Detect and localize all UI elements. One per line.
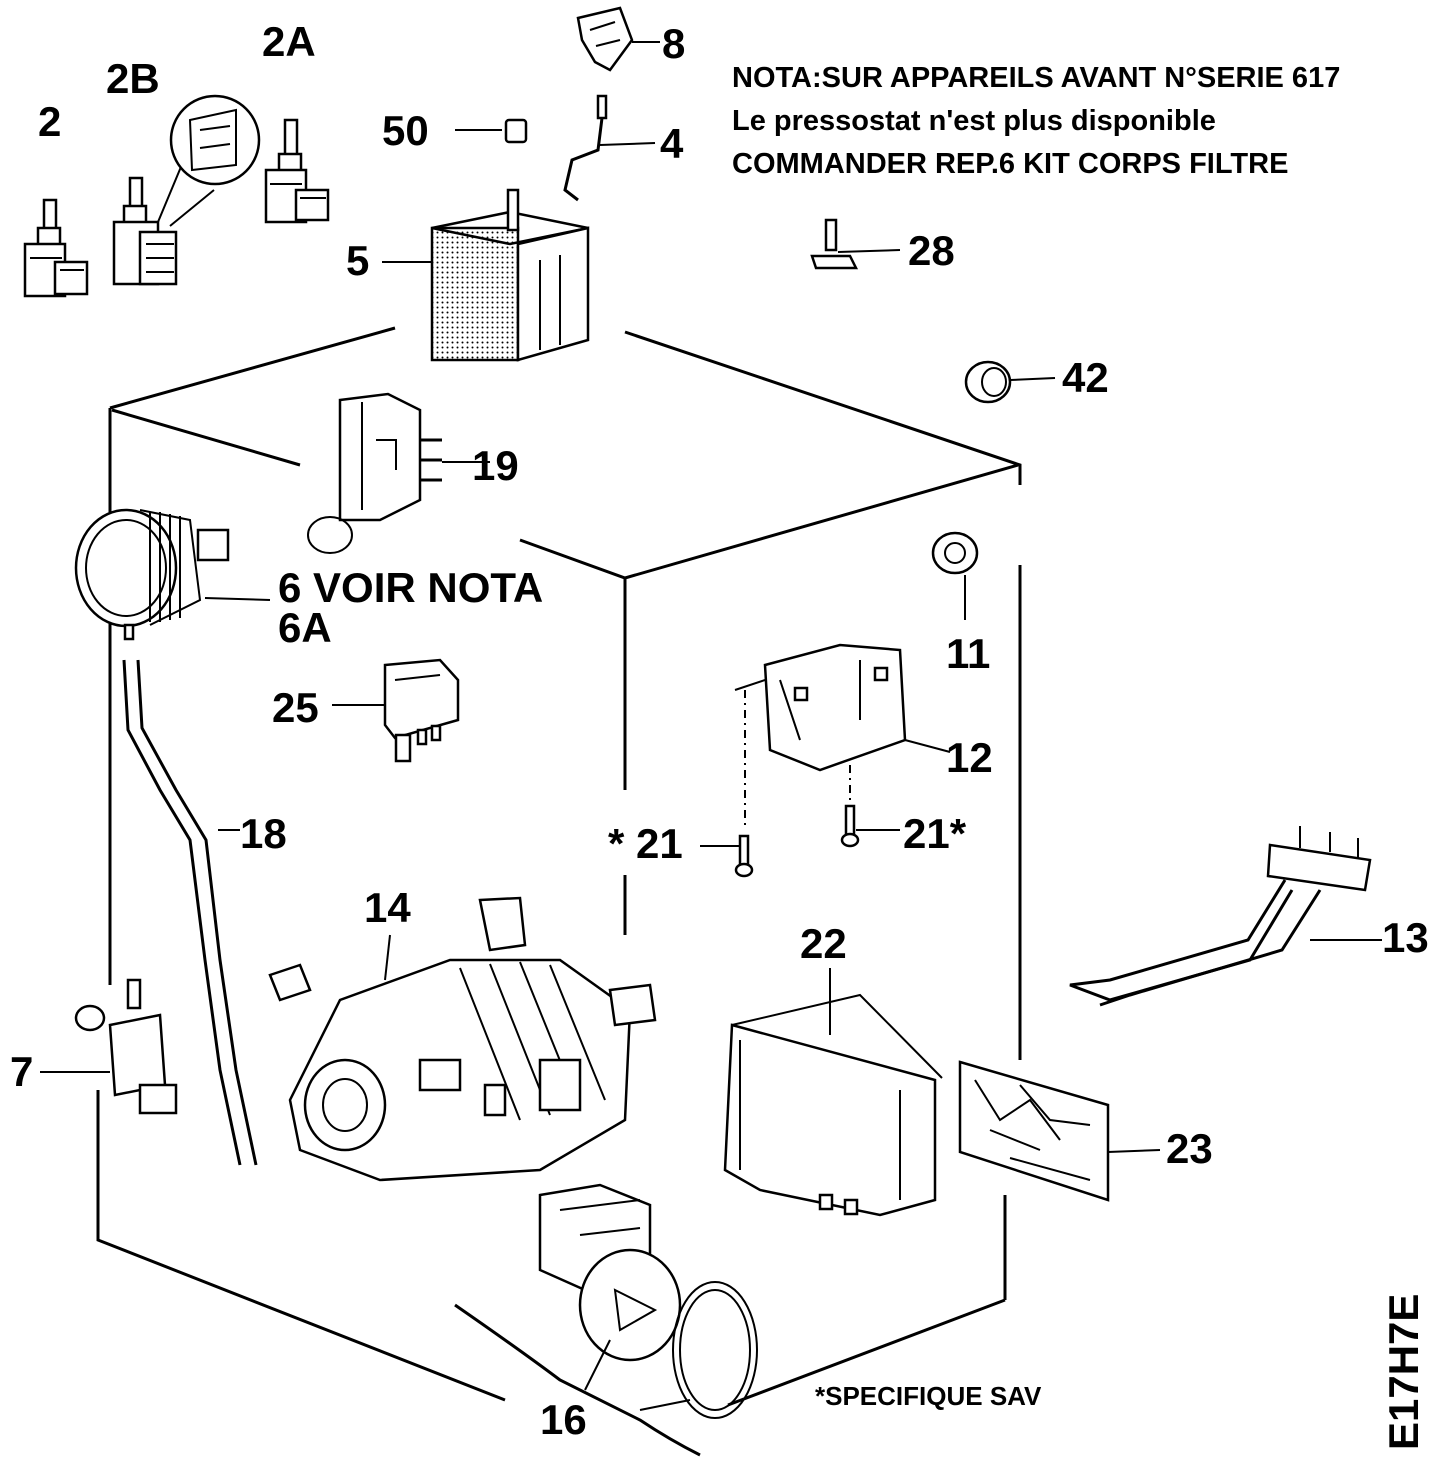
cabinet-outline (96, 326, 1022, 1407)
note-block: NOTA:SUR APPAREILS AVANT N°SERIE 617 Le … (732, 62, 1340, 180)
part-6-filter (74, 508, 271, 641)
label-part-21-right: 21* (903, 810, 967, 857)
part-42 (964, 360, 1056, 404)
part-labels: 2 2B 2A 8 50 4 5 28 42 19 6 VOIR NOTA 6A… (10, 18, 1429, 1443)
label-part-28: 28 (908, 227, 955, 274)
part-50 (455, 118, 528, 144)
label-part-19: 19 (472, 442, 519, 489)
part-4-probe (563, 94, 656, 202)
label-part-5: 5 (346, 237, 369, 284)
label-part-2a: 2A (262, 18, 316, 65)
label-part-6a: 6A (278, 604, 332, 651)
label-part-22: 22 (800, 920, 847, 967)
label-part-23: 23 (1166, 1125, 1213, 1172)
label-part-2: 2 (38, 98, 61, 145)
label-part-18: 18 (240, 810, 287, 857)
label-part-16: 16 (540, 1396, 587, 1443)
part-11 (931, 531, 979, 620)
part-7-valve (40, 978, 178, 1115)
part-5-timer (382, 188, 590, 362)
part-23-pcb (958, 1060, 1161, 1202)
label-part-7: 7 (10, 1048, 33, 1095)
part-8 (576, 6, 660, 72)
part-2b-switch (112, 94, 261, 286)
part-25-relay (332, 658, 460, 763)
reference-code: E17H7E (1380, 1294, 1427, 1450)
label-part-2b: 2B (106, 55, 160, 102)
part-21-screws (700, 804, 900, 878)
label-part-14: 14 (364, 884, 411, 931)
label-part-4: 4 (660, 120, 684, 167)
part-14-motor (268, 896, 657, 1182)
label-part-42: 42 (1062, 354, 1109, 401)
footer-sav-note: *SPECIFIQUE SAV (815, 1381, 1042, 1411)
label-part-50: 50 (382, 107, 429, 154)
note-line-1: NOTA:SUR APPAREILS AVANT N°SERIE 617 (732, 62, 1340, 94)
label-part-8: 8 (662, 20, 685, 67)
part-13-heater (1069, 826, 1382, 1007)
part-12-module (734, 643, 951, 830)
label-part-11: 11 (946, 630, 990, 677)
label-part-12: 12 (946, 734, 993, 781)
part-28 (810, 218, 901, 270)
part-18-hose (122, 659, 258, 1166)
part-16-pump (454, 1183, 758, 1457)
label-part-13: 13 (1382, 914, 1429, 961)
part-2-switch (23, 198, 89, 298)
label-part-6: 6 VOIR NOTA (278, 564, 543, 611)
part-2a-switch (264, 118, 330, 224)
part-19-door-lock (307, 392, 490, 554)
note-line-2: Le pressostat n'est plus disponible (732, 105, 1216, 137)
label-part-25: 25 (272, 684, 319, 731)
label-part-21-left: * 21 (608, 820, 683, 867)
part-22-housing (723, 968, 943, 1217)
note-line-3: COMMANDER REP.6 KIT CORPS FILTRE (732, 148, 1288, 180)
